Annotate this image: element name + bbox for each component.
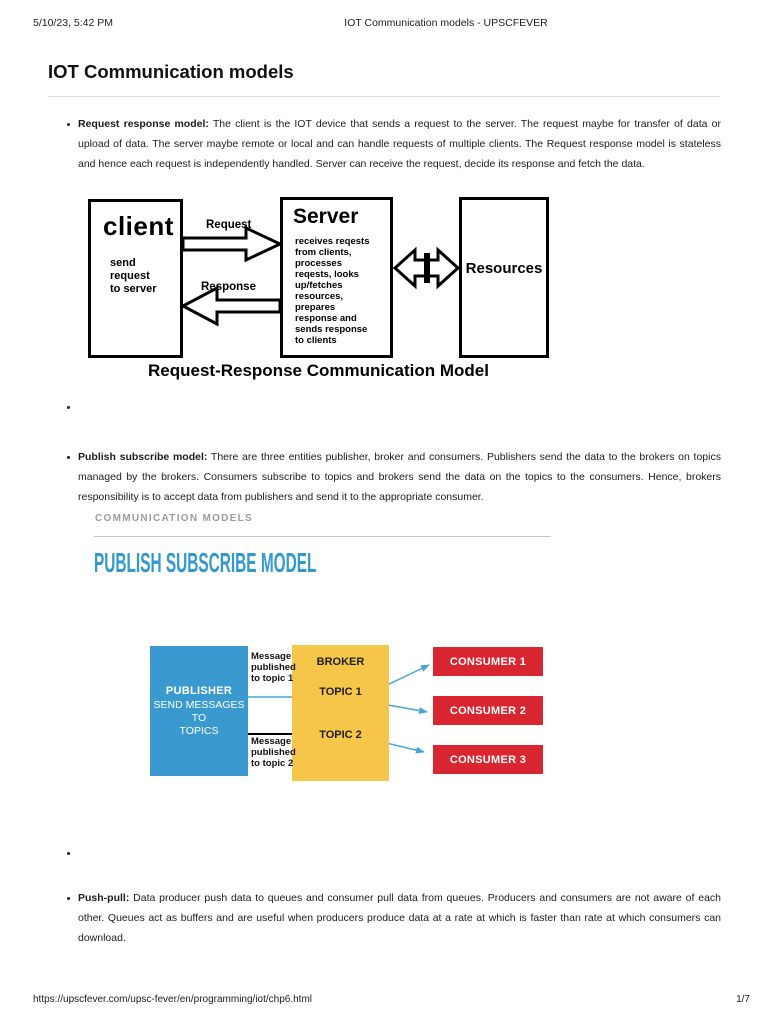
paragraph-lead: Request response model: bbox=[78, 118, 209, 130]
client-box-title: client bbox=[103, 211, 174, 241]
topic-2-label: TOPIC 2 bbox=[319, 729, 362, 741]
message-topic1-label: Message published to topic 1 bbox=[251, 651, 296, 684]
bullet-marker bbox=[67, 897, 70, 900]
consumer-3-box: CONSUMER 3 bbox=[433, 745, 543, 774]
server-box-text: receives reqests from clients, processes… bbox=[295, 236, 370, 346]
publish-subscribe-figure: COMMUNICATION MODELS PUBLISH SUBSCRIBE M… bbox=[88, 505, 688, 845]
paragraph-body: The client is the IOT device that sends … bbox=[78, 118, 721, 170]
bullet-marker-empty bbox=[67, 852, 70, 855]
bullet-marker bbox=[67, 456, 70, 459]
page-title: IOT Communication models bbox=[48, 61, 294, 82]
request-response-diagram: client send request to server Server rec… bbox=[88, 192, 549, 388]
request-arrow-label: Request bbox=[206, 219, 252, 231]
consumer-1-box: CONSUMER 1 bbox=[433, 647, 543, 676]
message-topic2-label: Message published to topic 2 bbox=[251, 736, 296, 769]
paragraph-request-response: Request response model: The client is th… bbox=[78, 114, 721, 174]
paragraph-push-pull: Push-pull: Data producer push data to qu… bbox=[78, 888, 721, 948]
response-arrow bbox=[179, 285, 282, 327]
broker-title: BROKER bbox=[316, 656, 365, 668]
client-box-text: send request to server bbox=[110, 257, 157, 295]
publisher-box: PUBLISHER SEND MESSAGES TO TOPICS bbox=[150, 646, 248, 776]
consumer-2-box: CONSUMER 2 bbox=[433, 696, 543, 725]
print-header-datetime: 5/10/23, 5:42 PM bbox=[33, 17, 113, 29]
title-divider bbox=[48, 96, 720, 97]
publisher-title: PUBLISHER bbox=[165, 684, 233, 697]
response-arrow-label: Response bbox=[201, 281, 256, 293]
diagram-caption: Request-Response Communication Model bbox=[148, 361, 489, 380]
request-response-arrows bbox=[179, 225, 461, 327]
print-header-title: IOT Communication models - UPSCFEVER bbox=[344, 17, 548, 29]
paragraph-body: Data producer push data to queues and co… bbox=[78, 892, 721, 944]
figure-kicker: COMMUNICATION MODELS bbox=[95, 513, 254, 524]
server-box: Server receives reqests from clients, pr… bbox=[280, 197, 393, 358]
figure-heading: PUBLISH SUBSCRIBE MODEL bbox=[94, 547, 317, 578]
resources-box-title: Resources bbox=[465, 260, 543, 277]
broker-box: BROKER TOPIC 1 TOPIC 2 bbox=[292, 645, 389, 781]
kicker-underline bbox=[94, 536, 551, 537]
request-arrow bbox=[181, 225, 284, 263]
paragraph-lead: Publish subscribe model: bbox=[78, 451, 208, 463]
paragraph-publish-subscribe: Publish subscribe model: There are three… bbox=[78, 447, 721, 507]
publisher-subtitle: SEND MESSAGES TO TOPICS bbox=[153, 698, 245, 737]
bullet-marker bbox=[67, 123, 70, 126]
client-box: client send request to server bbox=[88, 199, 183, 358]
bullet-marker-empty bbox=[67, 406, 70, 409]
server-box-title: Server bbox=[293, 205, 359, 228]
double-arrow-center-bar bbox=[424, 253, 430, 283]
paragraph-lead: Push-pull: bbox=[78, 892, 130, 904]
print-footer-url: https://upscfever.com/upsc-fever/en/prog… bbox=[33, 994, 313, 1005]
paragraph-body: There are three entities publisher, brok… bbox=[78, 451, 721, 503]
resources-box: Resources bbox=[459, 197, 549, 358]
topic-1-label: TOPIC 1 bbox=[319, 686, 362, 698]
print-footer-page-number: 1/7 bbox=[736, 994, 750, 1005]
